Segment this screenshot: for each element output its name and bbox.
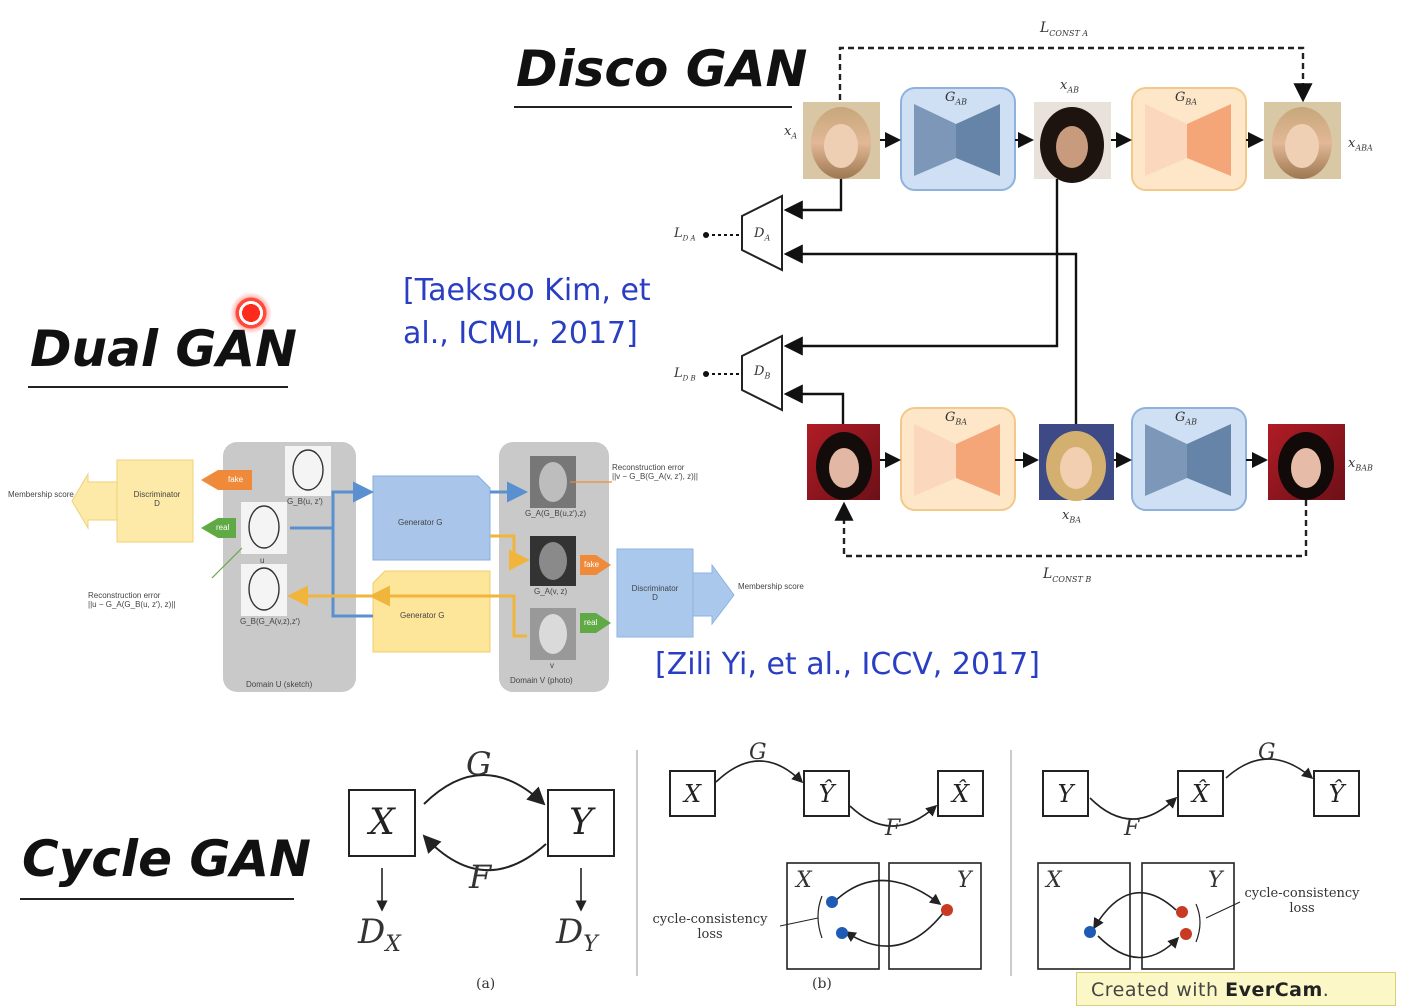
membership-score-left: Membership score — [8, 490, 74, 499]
cycle-b-caption: (b) — [812, 976, 832, 992]
u-label: u — [260, 556, 265, 565]
domain-u-label: Domain U (sketch) — [246, 680, 313, 689]
generator-b-label: Generator G — [400, 611, 445, 620]
cycle-c-panel-x: X — [1046, 868, 1062, 893]
cycle-a-caption: (a) — [476, 976, 496, 992]
loss-db-label: LD B — [674, 366, 696, 383]
v-label: v — [550, 661, 554, 670]
generator-gab-top — [900, 87, 1016, 191]
dual-gan-diagram — [71, 442, 735, 692]
cycle-b-g-label: G — [749, 740, 767, 765]
recon-error-right: Reconstruction error||v − G_B(G_A(v, z′)… — [612, 463, 698, 481]
da-label: DA — [754, 226, 771, 243]
xab-label: xAB — [1060, 78, 1079, 95]
photo-face-gagb — [530, 456, 576, 508]
gab-bottom-label: GAB — [1175, 410, 1198, 427]
l-const-a-label: LCONST A — [1040, 20, 1089, 38]
cycle-b-panel-x: X — [796, 868, 812, 893]
cycle-gan-underline — [20, 898, 294, 900]
xa-label: xA — [784, 124, 798, 141]
evercam-watermark: Created with EverCam. — [1076, 972, 1396, 1006]
xaba-label: xABA — [1348, 136, 1373, 153]
cycle-c-y-box: Y — [1042, 770, 1089, 817]
cycle-a-y-box: Y — [547, 789, 615, 857]
recon-error-left: Reconstruction error||u − G_A(G_B(u, z′)… — [88, 591, 176, 609]
sketch-face-recon — [241, 564, 287, 616]
cycle-b-x-box: X — [669, 770, 716, 817]
face-xb — [807, 424, 880, 500]
l-const-b-label: LCONST B — [1043, 566, 1092, 584]
disco-citation-line2: al., ICML, 2017] — [403, 316, 638, 351]
xba-label: xBA — [1062, 508, 1081, 525]
face-xaba — [1264, 102, 1341, 179]
gb-u-label: G_B(u, z′) — [287, 497, 323, 506]
cycle-c-panel-y: Y — [1208, 868, 1223, 893]
disco-gan-title: Disco GAN — [516, 40, 808, 98]
fake-tag-left: fake — [228, 475, 244, 484]
photo-face-ga — [530, 536, 576, 586]
ga-v-label: G_A(v, z) — [534, 587, 568, 596]
generator-gba-top — [1131, 87, 1247, 191]
laser-pointer-dot — [230, 292, 272, 334]
gb-ga-label: G_B(G_A(v,z),z′) — [240, 617, 301, 626]
sketch-face-u — [241, 502, 287, 554]
cycle-c-f-label: F — [1124, 816, 1140, 841]
cycle-c-yhat-box: Ŷ — [1313, 770, 1360, 817]
real-tag-right: real — [584, 618, 598, 627]
dual-gan-underline — [28, 386, 288, 388]
cycle-a-dx-label: DX — [358, 912, 401, 957]
disco-citation-line1: [Taeksoo Kim, et — [403, 273, 651, 308]
cycle-a-dy-label: DY — [556, 912, 598, 957]
face-xba — [1039, 424, 1114, 501]
generator-a-label: Generator G — [398, 518, 443, 527]
real-tag-left: real — [216, 523, 230, 532]
face-xbab — [1268, 424, 1345, 500]
cycle-c-xhat-box: X̂ — [1177, 770, 1224, 817]
cycle-a-f-label: F — [469, 858, 492, 896]
sketch-face-gb — [285, 446, 331, 496]
xbab-label: xBAB — [1348, 456, 1373, 473]
gab-top-label: GAB — [945, 90, 968, 107]
photo-face-v — [530, 608, 576, 660]
gba-top-label: GBA — [1175, 90, 1198, 107]
loss-da-label: LD A — [674, 226, 696, 243]
gba-bottom-label: GBA — [945, 410, 968, 427]
ga-gb-label: G_A(G_B(u,z′),z) — [525, 509, 587, 518]
cycle-b-f-label: F — [885, 816, 901, 841]
generator-gab-bottom — [1131, 407, 1247, 511]
face-xa — [803, 102, 880, 179]
membership-score-right: Membership score — [738, 582, 804, 591]
fake-tag-right: fake — [584, 560, 600, 569]
cycle-b-yhat-box: Ŷ — [803, 770, 850, 817]
cycle-gan-title: Cycle GAN — [22, 830, 311, 888]
cycle-c-g-label: G — [1258, 740, 1276, 765]
face-xab — [1034, 102, 1111, 183]
cycle-b-xhat-box: X̂ — [937, 770, 984, 817]
generator-gba-bottom — [900, 407, 1016, 511]
cycle-a-x-box: X — [348, 789, 416, 857]
cycle-gan-diagram — [376, 750, 1314, 976]
discriminator-db — [741, 334, 783, 412]
disco-gan-diagram — [703, 46, 1345, 558]
disco-gan-underline — [514, 106, 792, 108]
db-label: DB — [754, 364, 771, 381]
domain-v-label: Domain V (photo) — [510, 676, 573, 685]
discriminator-da — [741, 194, 783, 272]
cycle-a-g-label: G — [466, 745, 492, 783]
cycle-b-panel-y: Y — [957, 868, 972, 893]
dual-citation: [Zili Yi, et al., ICCV, 2017] — [655, 647, 1040, 682]
